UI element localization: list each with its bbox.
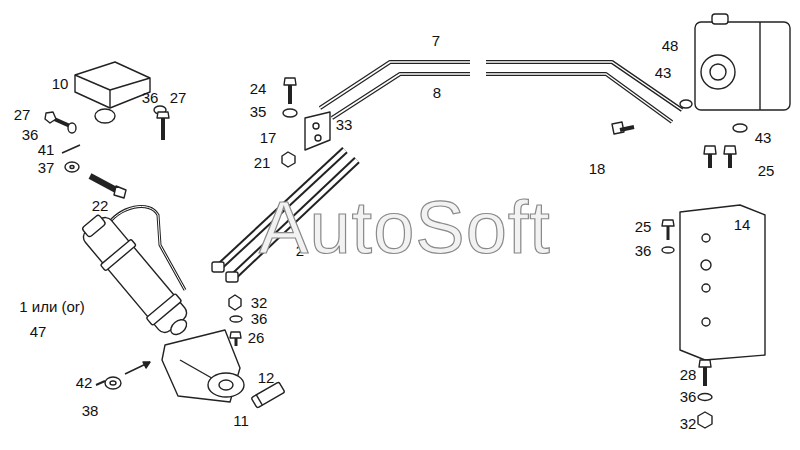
callout-number: 32 (251, 295, 268, 310)
callout-number: 22 (92, 198, 109, 213)
callout-number: 36 (635, 243, 652, 258)
callout-number: 26 (248, 330, 265, 345)
callout-number: 42 (76, 375, 93, 390)
callout-number: 24 (250, 81, 267, 96)
callout-number: 36 (680, 389, 697, 404)
callout-number: 10 (52, 76, 69, 91)
callout-number: 38 (82, 403, 99, 418)
callout-number: 36 (142, 90, 159, 105)
callout-number: 43 (755, 130, 772, 145)
callout-number: 25 (635, 219, 652, 234)
callout-number: 12 (258, 370, 275, 385)
callout-number: 48 (662, 38, 679, 53)
callout-number: 28 (680, 367, 697, 382)
callout-number: 17 (260, 130, 277, 145)
callout-number: 14 (734, 217, 751, 232)
callout-number: 43 (655, 65, 672, 80)
callout-number: 8 (433, 85, 441, 100)
callout-number: 36 (251, 311, 268, 326)
callout-number: 36 (22, 127, 39, 142)
callout-number: 41 (38, 142, 55, 157)
callout-number: 32 (680, 416, 697, 431)
callout-number: 35 (250, 104, 267, 119)
callout-number: 1 или (or) (19, 299, 85, 314)
watermark: AutoSoft (259, 191, 551, 265)
callout-number: 18 (589, 161, 606, 176)
callout-number: 21 (254, 155, 271, 170)
callout-number: 47 (30, 324, 47, 339)
callout-number: 37 (38, 160, 55, 175)
callout-number: 27 (170, 90, 187, 105)
callout-number: 11 (233, 413, 249, 428)
callout-number: 33 (336, 117, 353, 132)
callout-number: 7 (432, 33, 440, 48)
callout-number: 27 (14, 107, 31, 122)
callout-number: 25 (758, 163, 775, 178)
